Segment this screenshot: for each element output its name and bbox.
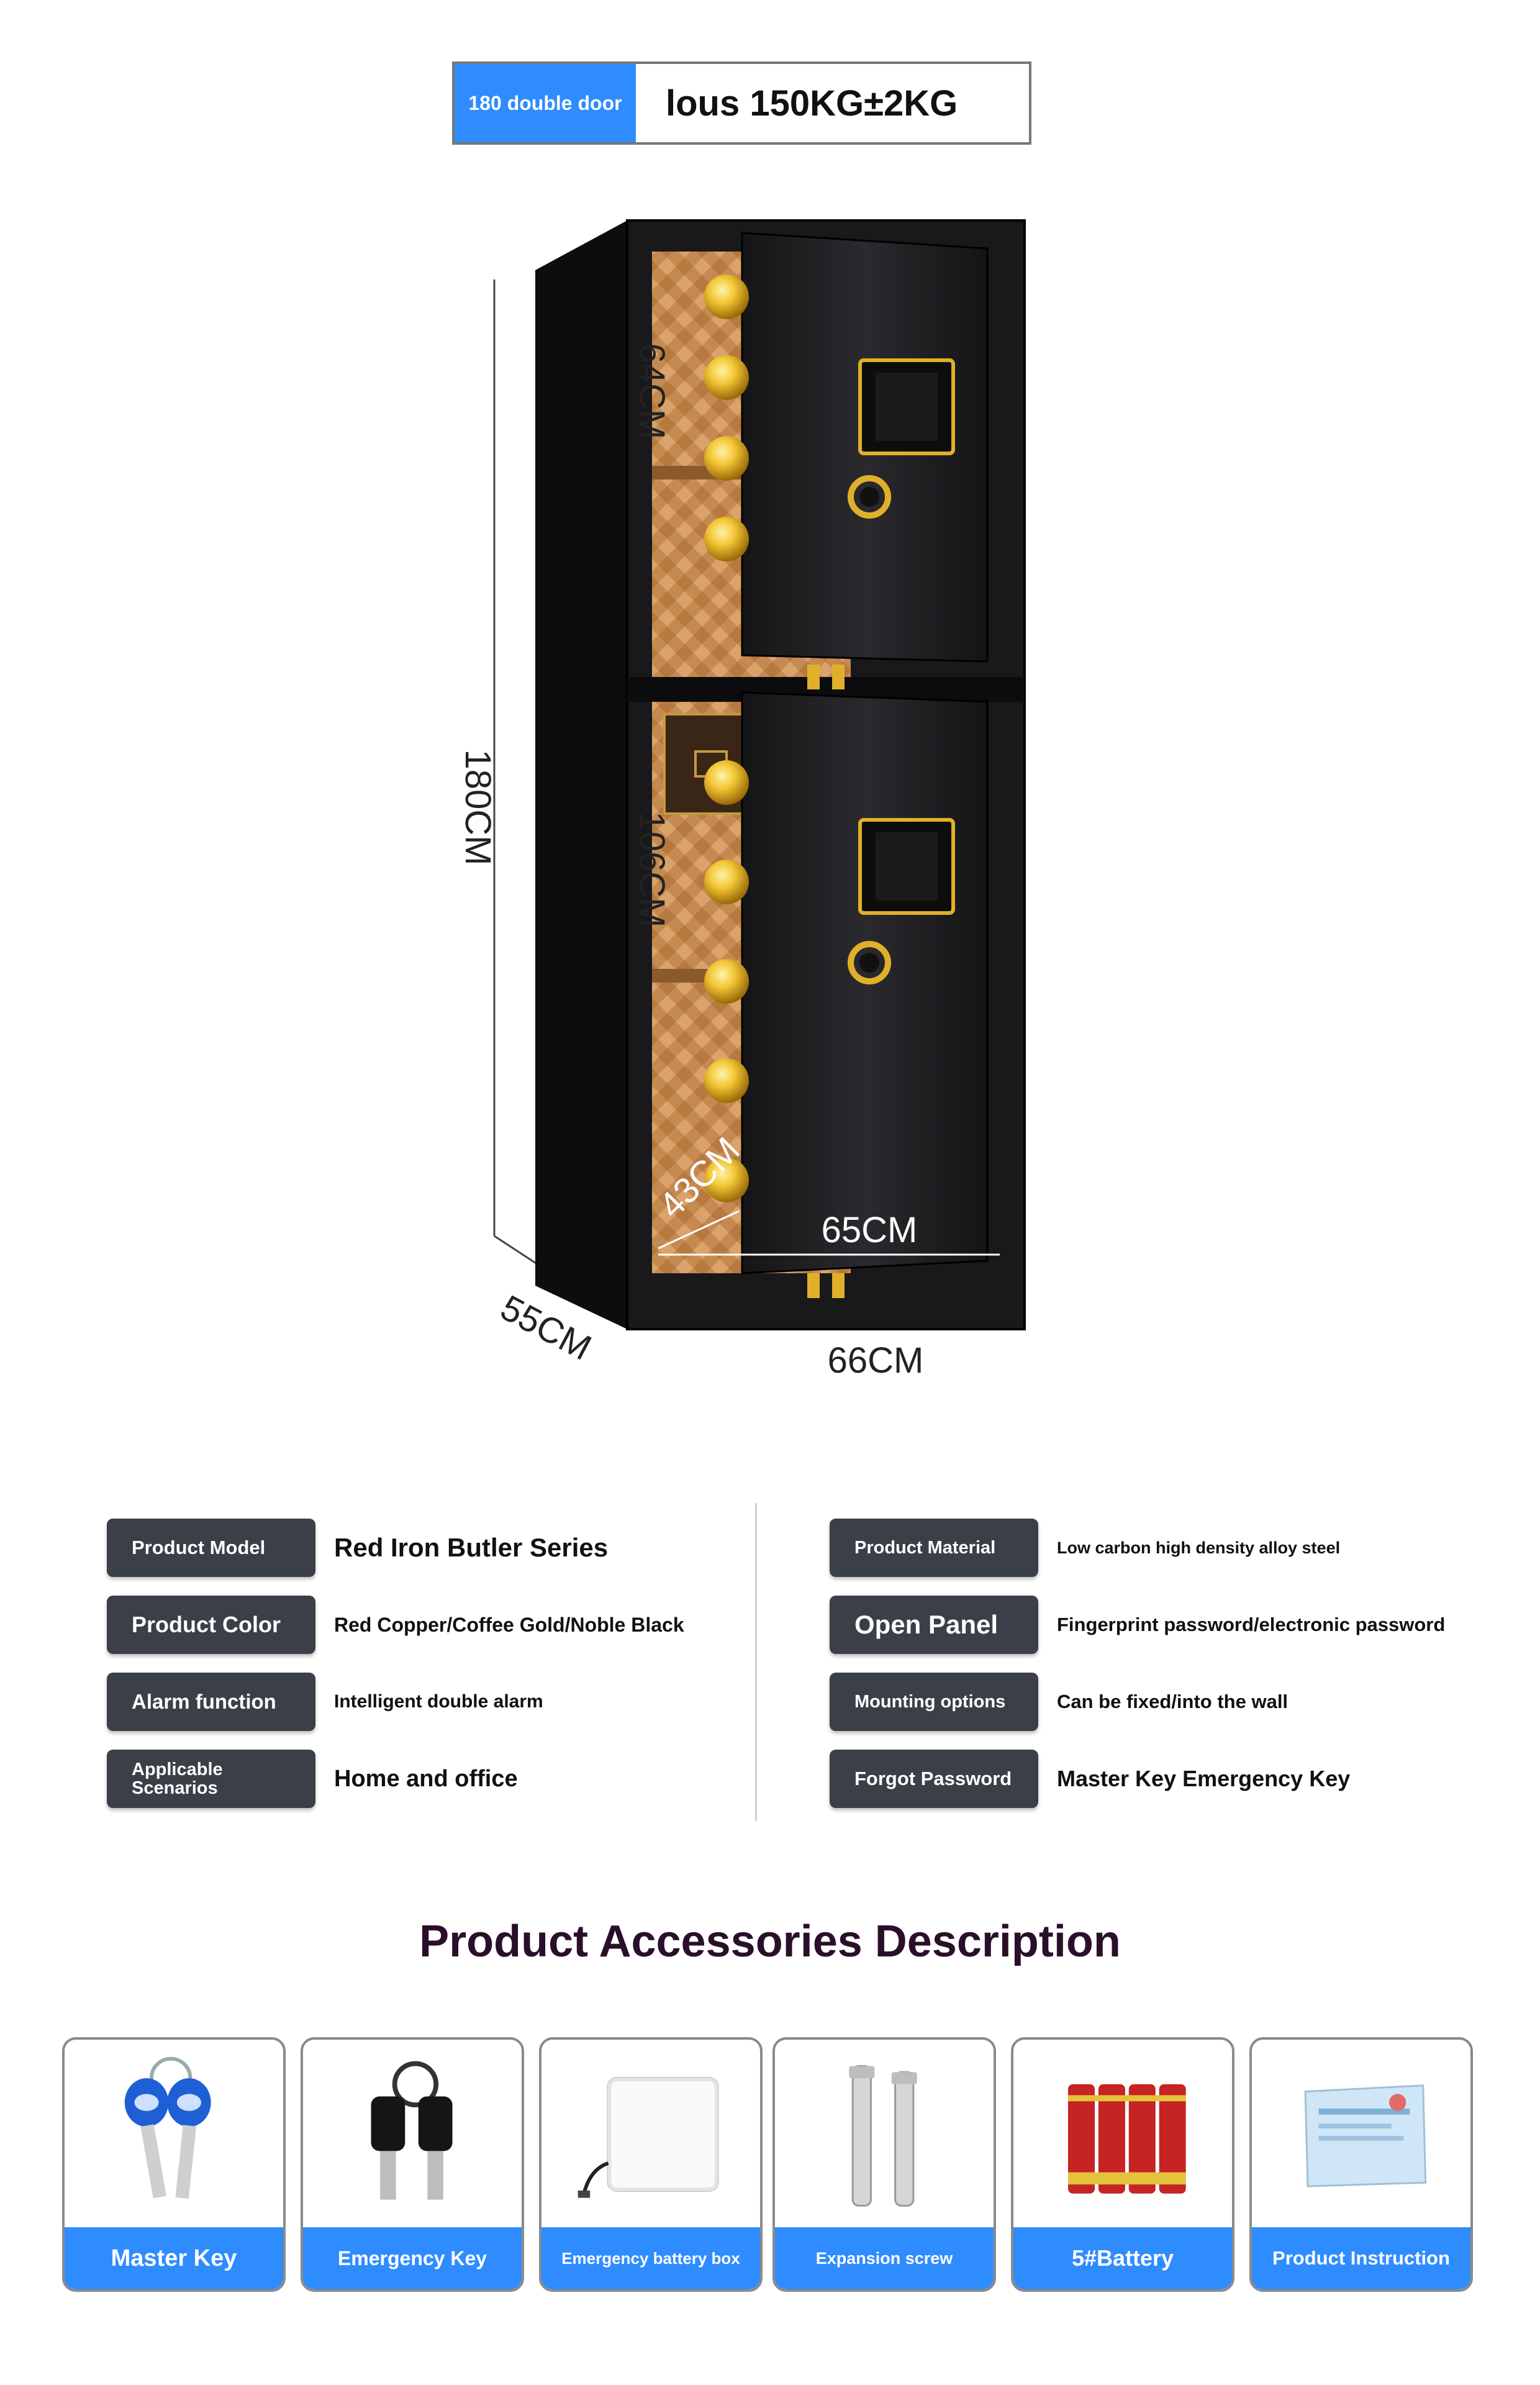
spec-row-color: Product Color Red Copper/Coffee Gold/Nob…: [107, 1595, 684, 1655]
spec-label: Product Color: [107, 1596, 315, 1654]
door-type-tag: 180 double door: [455, 64, 636, 142]
spec-row-scenarios: Applicable Scenarios Home and office: [107, 1749, 518, 1809]
spec-row-alarm: Alarm function Intelligent double alarm: [107, 1672, 543, 1732]
accessory-card-instruction: Product Instruction: [1249, 2037, 1473, 2292]
spec-label: Mounting options: [830, 1673, 1038, 1731]
header-badge: 180 double door lous 150KG±2KG: [452, 61, 1031, 145]
spec-label: Alarm function: [107, 1673, 315, 1731]
spec-label: Product Model: [107, 1519, 315, 1577]
accessory-label: Emergency Key: [303, 2227, 522, 2289]
spec-value: Low carbon high density alloy steel: [1057, 1538, 1341, 1557]
spec-value: Home and office: [334, 1765, 518, 1792]
accessories-list: Master Key Emergency Key Emergency batte…: [62, 2037, 1478, 2292]
dim-outer-width: 66CM: [828, 1340, 924, 1381]
spec-row-model: Product Model Red Iron Butler Series: [107, 1518, 608, 1578]
dim-lower-height: 106CM: [632, 812, 672, 928]
dim-total-height: 180CM: [458, 750, 498, 866]
safe-product-image: 180CM 64CM 106CM 43CM 65CM 55CM 66CM: [404, 205, 1056, 1397]
emergency-key-icon: [303, 2040, 522, 2226]
battery-box-icon: [541, 2040, 760, 2226]
master-key-icon: [65, 2040, 283, 2226]
spec-label: Applicable Scenarios: [107, 1750, 315, 1808]
accessory-label: Expansion screw: [775, 2227, 994, 2289]
expansion-screw-icon: [775, 2040, 994, 2226]
accessory-label: 5#Battery: [1013, 2227, 1232, 2289]
safe-illustration: 180CM 64CM 106CM 43CM 65CM 55CM 66CM: [458, 219, 1026, 1381]
accessory-card-battery-box: Emergency battery box: [539, 2037, 763, 2292]
accessory-label: Master Key: [65, 2227, 283, 2289]
spec-row-mounting: Mounting options Can be fixed/into the w…: [830, 1672, 1288, 1732]
accessory-card-battery: 5#Battery: [1011, 2037, 1234, 2292]
spec-label: Product Material: [830, 1519, 1038, 1577]
instruction-booklet-icon: [1252, 2040, 1470, 2226]
accessory-card-expansion-screw: Expansion screw: [772, 2037, 996, 2292]
accessory-label: Product Instruction: [1252, 2227, 1470, 2289]
spec-row-forgot-password: Forgot Password Master Key Emergency Key: [830, 1749, 1350, 1809]
spec-value: Intelligent double alarm: [334, 1691, 543, 1712]
dim-inner-width: 65CM: [822, 1210, 918, 1250]
accessory-card-emergency-key: Emergency Key: [301, 2037, 524, 2292]
spec-value: Red Copper/Coffee Gold/Noble Black: [334, 1613, 684, 1636]
dim-upper-height: 64CM: [632, 343, 672, 440]
accessory-label: Emergency battery box: [541, 2227, 760, 2289]
spec-table: Product Model Red Iron Butler Series Pro…: [99, 1503, 1465, 1826]
spec-label: Forgot Password: [830, 1750, 1038, 1808]
spec-label: Open Panel: [830, 1596, 1038, 1654]
accessory-card-master-key: Master Key: [62, 2037, 286, 2292]
spec-row-panel: Open Panel Fingerprint password/electron…: [830, 1595, 1445, 1655]
spec-divider: [755, 1503, 757, 1821]
spec-value: Master Key Emergency Key: [1057, 1766, 1351, 1791]
spec-value: Can be fixed/into the wall: [1057, 1691, 1289, 1712]
battery-icon: [1013, 2040, 1232, 2226]
spec-row-material: Product Material Low carbon high density…: [830, 1518, 1340, 1578]
spec-value: Red Iron Butler Series: [334, 1533, 609, 1562]
spec-value: Fingerprint password/electronic password: [1057, 1614, 1446, 1635]
accessories-title: Product Accessories Description: [419, 1917, 1121, 1966]
weight-label: lous 150KG±2KG: [666, 83, 958, 124]
